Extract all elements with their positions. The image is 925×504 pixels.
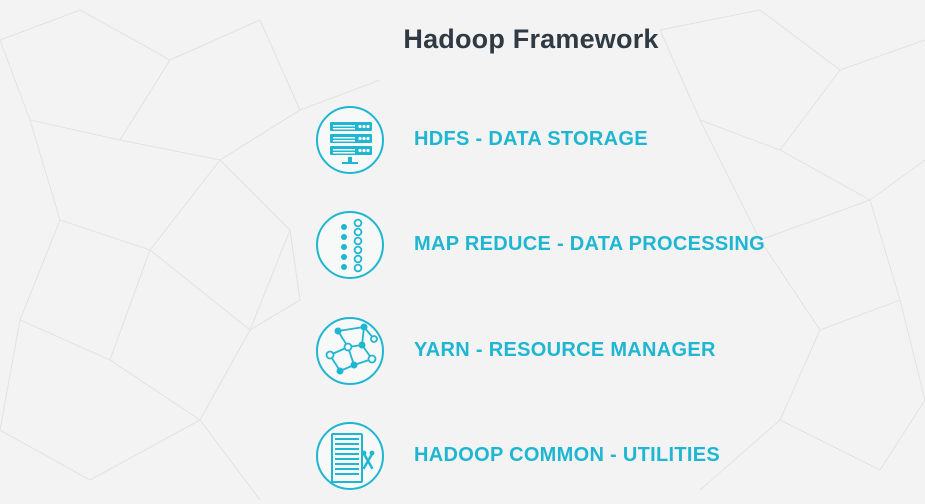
- item-label: HDFS - DATA STORAGE: [414, 128, 648, 150]
- network-graph-icon: [316, 317, 384, 385]
- page-title: Hadoop Framework: [403, 24, 659, 54]
- item-label: MAP REDUCE - DATA PROCESSING: [414, 233, 766, 255]
- list-item-hadoop-common: HADOOP COMMON - UTILITIES: [316, 422, 876, 494]
- server-rack-icon: [316, 106, 384, 174]
- dot-matrix-icon: [316, 211, 384, 279]
- server-tools-icon: [316, 422, 384, 490]
- item-label: HADOOP COMMON - UTILITIES: [414, 444, 721, 466]
- item-label: YARN - RESOURCE MANAGER: [414, 339, 716, 361]
- list-item-yarn: YARN - RESOURCE MANAGER: [316, 317, 876, 389]
- list-item-map-reduce: MAP REDUCE - DATA PROCESSING: [316, 211, 876, 283]
- list-item-hdfs: HDFS - DATA STORAGE: [316, 106, 876, 178]
